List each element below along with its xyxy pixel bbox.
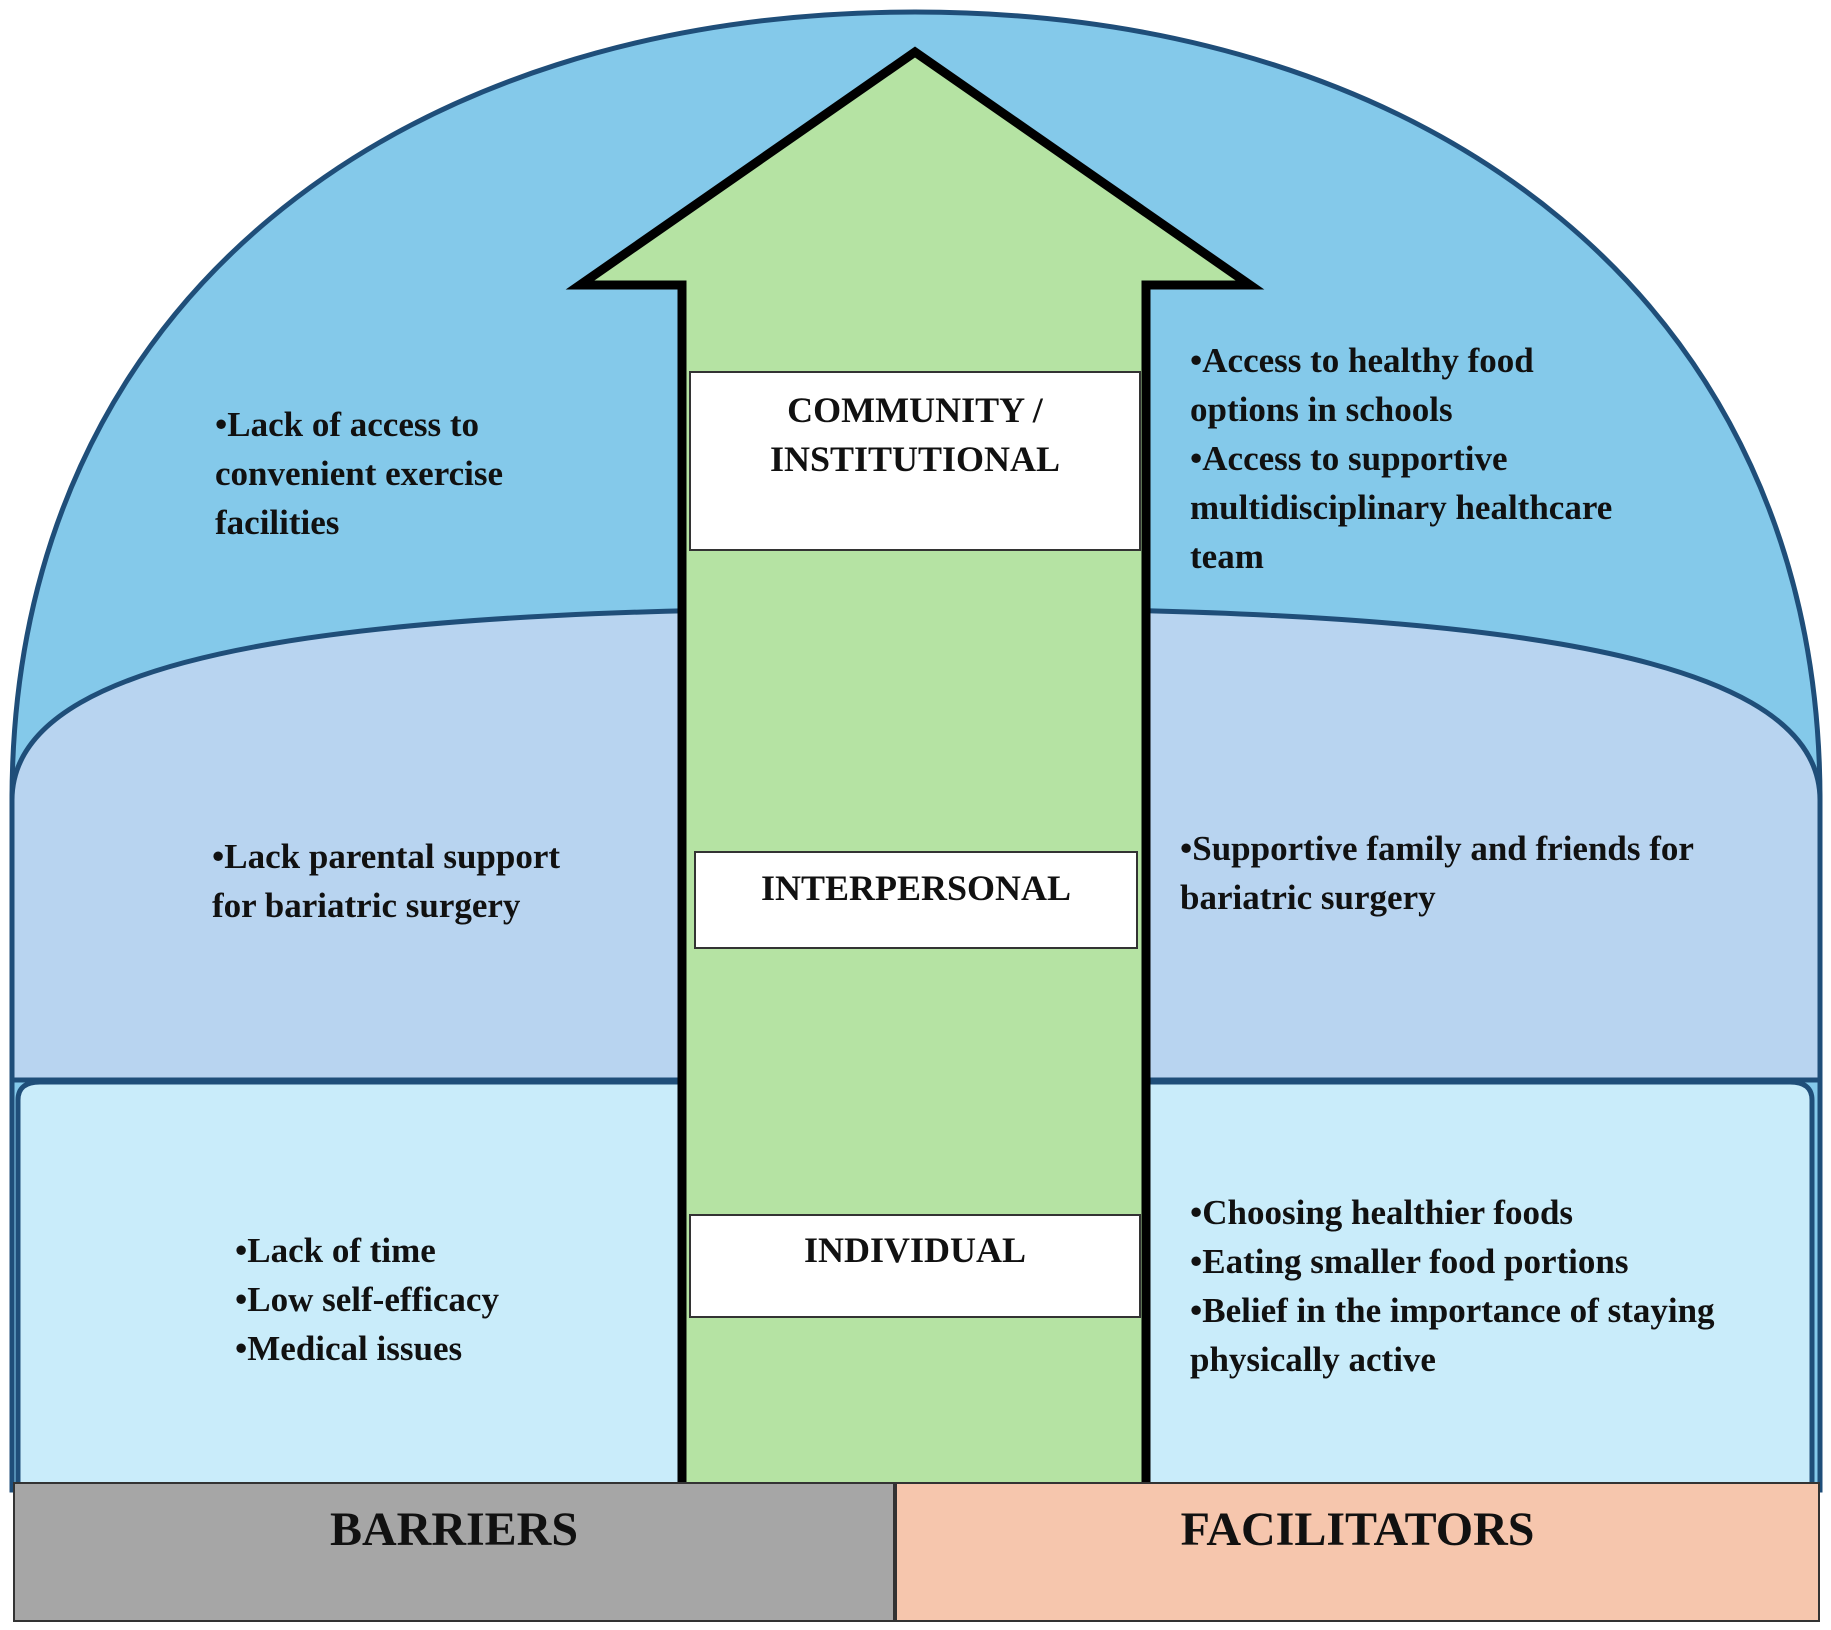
community-level-label: COMMUNITY / INSTITUTIONAL: [690, 386, 1140, 484]
barrier-community-line: convenient exercise: [215, 454, 504, 493]
barriers-individual-list: •Lack of time •Low self-efficacy •Medica…: [235, 1226, 499, 1373]
facilitator-community-line: •Access to supportive: [1190, 439, 1508, 478]
facilitators-interpersonal-list: •Supportive family and friends for baria…: [1180, 824, 1694, 922]
barriers-footer-box: [13, 1482, 895, 1622]
barrier-community-line: •Lack of access to: [215, 405, 480, 444]
facilitators-community-list: •Access to healthy food options in schoo…: [1190, 336, 1612, 581]
community-label-box: [689, 371, 1141, 551]
facilitator-individual-line: •Choosing healthier foods: [1190, 1193, 1574, 1232]
facilitator-individual-line: •Eating smaller food portions: [1190, 1242, 1629, 1281]
barriers-interpersonal-list: •Lack parental support for bariatric sur…: [212, 832, 560, 930]
facilitator-community-line: team: [1190, 537, 1264, 576]
barriers-label: BARRIERS: [329, 1503, 579, 1556]
individual-level-label: INDIVIDUAL: [690, 1226, 1140, 1275]
barrier-community-line: facilities: [215, 503, 340, 542]
individual-label-box: [689, 1214, 1141, 1318]
interpersonal-label-box: [694, 851, 1138, 949]
community-label-line1: COMMUNITY /: [787, 390, 1043, 430]
facilitator-community-line: •Access to healthy food: [1190, 341, 1534, 380]
facilitators-label: FACILITATORS: [1180, 1503, 1535, 1556]
facilitator-individual-line: physically active: [1190, 1340, 1436, 1379]
facilitator-individual-line: •Belief in the importance of staying: [1190, 1291, 1715, 1330]
facilitators-individual-list: •Choosing healthier foods •Eating smalle…: [1190, 1188, 1715, 1384]
facilitator-interpersonal-line: bariatric surgery: [1180, 878, 1436, 917]
facilitators-footer-box: [895, 1482, 1820, 1622]
barrier-individual-line: •Low self-efficacy: [235, 1280, 499, 1319]
interpersonal-label: INTERPERSONAL: [760, 868, 1072, 908]
facilitator-community-line: multidisciplinary healthcare: [1190, 488, 1613, 527]
facilitator-community-line: options in schools: [1190, 390, 1453, 429]
community-label-line2: INSTITUTIONAL: [769, 439, 1061, 479]
barrier-interpersonal-line: for bariatric surgery: [212, 886, 521, 925]
barrier-individual-line: •Lack of time: [235, 1231, 436, 1270]
individual-label: INDIVIDUAL: [803, 1230, 1027, 1270]
barrier-interpersonal-line: •Lack parental support: [212, 837, 561, 876]
facilitator-interpersonal-line: •Supportive family and friends for: [1180, 829, 1694, 868]
barriers-community-list: •Lack of access to convenient exercise f…: [215, 400, 503, 547]
barrier-individual-line: •Medical issues: [235, 1329, 463, 1368]
interpersonal-level-label: INTERPERSONAL: [695, 864, 1137, 913]
